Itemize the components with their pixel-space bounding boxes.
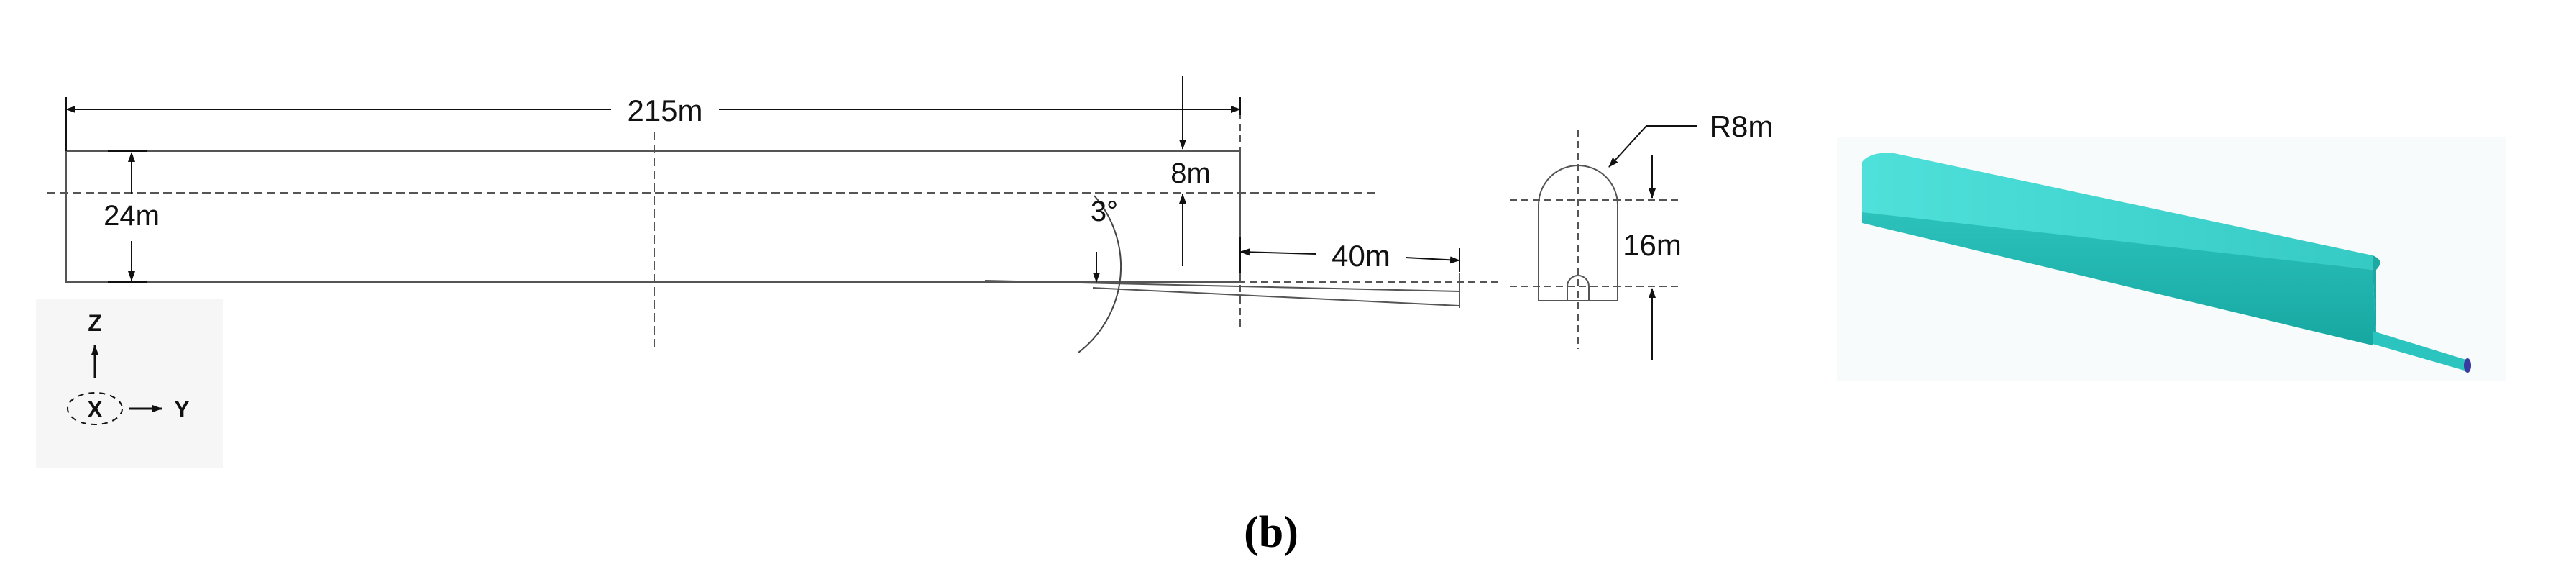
axis-y-label: Y	[174, 396, 189, 422]
section-pipe	[1567, 275, 1590, 301]
height-label: 24m	[104, 200, 160, 232]
pipe-bottom	[1092, 287, 1460, 306]
section-outline	[1538, 165, 1618, 301]
side-view-labels: 215m 24m 8m 3° 40m	[104, 92, 1390, 273]
cross-section	[1510, 130, 1682, 349]
axis-z-label: Z	[88, 310, 102, 336]
axis-triad: Z X Y	[36, 299, 223, 468]
model-pipe-end	[2464, 358, 2471, 373]
model-top-face	[1862, 153, 2378, 270]
side-view-dimensions	[65, 76, 1460, 283]
radius-label: R8m	[1710, 109, 1774, 143]
angle-arc	[1078, 195, 1122, 353]
axis-x-label: X	[87, 396, 103, 422]
model-end-cap	[2373, 255, 2380, 338]
angle-label: 3°	[1091, 196, 1118, 227]
figure-caption: (b)	[1244, 508, 1298, 557]
length-label: 215m	[627, 94, 702, 127]
tunnel-3d-model	[1837, 137, 2506, 381]
dim-40-arrow-right	[1405, 256, 1460, 264]
pipe-length-label: 40m	[1331, 239, 1390, 273]
offset-label: 8m	[1170, 158, 1211, 189]
side-view	[47, 101, 1499, 353]
pipe-top	[984, 280, 1460, 292]
model-pipe	[2373, 331, 2466, 371]
cross-section-dimensions	[1608, 125, 1697, 360]
section-height-label: 16m	[1623, 228, 1682, 262]
tunnel-outline	[65, 150, 1241, 283]
dim-40-arrow-left	[1239, 248, 1316, 256]
model-side-face	[1862, 212, 2376, 345]
